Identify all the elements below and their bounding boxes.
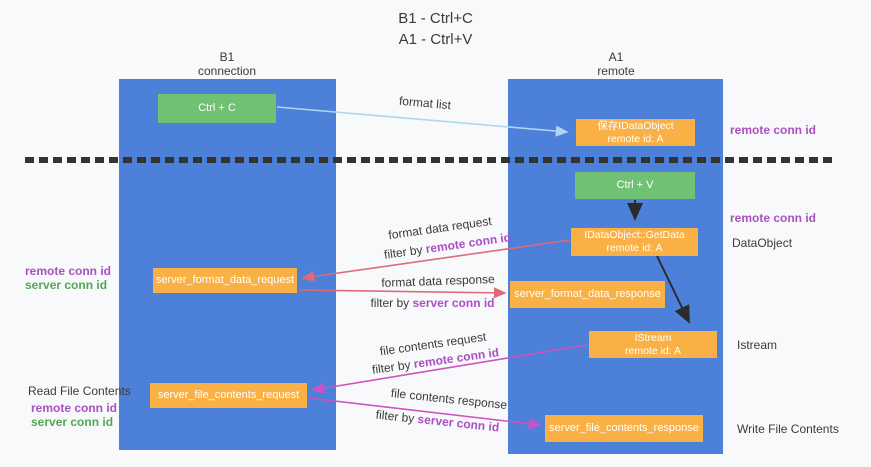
- filter-value-server-conn-id: server conn id: [416, 411, 500, 435]
- lifeline-header-b1: B1 connection: [147, 50, 307, 78]
- lifeline-a1-name: A1: [608, 50, 624, 64]
- server-format-data-response-box: server_format_data_response: [510, 281, 665, 308]
- filter-prefix: filter by: [370, 296, 413, 310]
- istream-box: IStream remote id: A: [589, 331, 717, 358]
- write-file-contents-label: Write File Contents: [737, 422, 839, 436]
- format-data-response-flow-label: format data response: [381, 272, 495, 290]
- server-file-contents-request-box: server_file_contents_request: [150, 383, 307, 408]
- save-idataobject-line1: 保存IDataObject: [597, 119, 674, 132]
- istream-line2: remote id: A: [624, 344, 682, 357]
- server-file-contents-response-box: server_file_contents_response: [545, 415, 703, 442]
- getdata-line2: remote id: A: [606, 242, 663, 254]
- title-line-2: A1 - Ctrl+V: [398, 31, 473, 48]
- lifeline-b1-role: connection: [197, 64, 257, 78]
- ctrl-c-box: Ctrl + C: [158, 94, 276, 123]
- filter-prefix: filter by: [375, 407, 419, 426]
- server-format-data-request-label: server_format_data_request: [155, 274, 295, 286]
- ctrl-v-label: Ctrl + V: [616, 179, 654, 191]
- idataobject-getdata-box: IDataObject::GetData remote id: A: [571, 228, 698, 256]
- format-list-flow-label: format list: [398, 93, 452, 113]
- remote-conn-id-right-mid-label: remote conn id: [730, 211, 817, 225]
- save-idataobject-box: 保存IDataObject remote id: A: [576, 119, 695, 146]
- title-line-1: B1 - Ctrl+C: [398, 10, 473, 27]
- remote-conn-id-left-mid-label: remote conn id: [25, 264, 112, 278]
- read-file-contents-label: Read File Contents: [28, 384, 131, 398]
- server-file-contents-request-label: server_file_contents_request: [157, 389, 300, 401]
- lifeline-header-a1: A1 remote: [536, 50, 696, 78]
- save-idataobject-line2: remote id: A: [607, 132, 664, 145]
- getdata-line1: IDataObject::GetData: [584, 229, 685, 241]
- server-file-contents-response-label: server_file_contents_response: [549, 422, 699, 434]
- server-conn-id-left-mid-label: server conn id: [25, 278, 108, 292]
- istream-line1: IStream: [634, 331, 672, 344]
- server-conn-id-left-bottom-label: server conn id: [31, 415, 114, 429]
- lifeline-b1-name: B1: [219, 50, 235, 64]
- server-format-data-request-box: server_format_data_request: [153, 268, 297, 293]
- remote-conn-id-left-bottom-label: remote conn id: [31, 401, 118, 415]
- ctrl-v-box: Ctrl + V: [575, 172, 695, 199]
- lifeline-a1-role: remote: [597, 64, 635, 78]
- phase-separator-line: [25, 157, 832, 163]
- dataobject-label: DataObject: [732, 236, 793, 250]
- filter-value-server-conn-id: server conn id: [412, 296, 495, 310]
- remote-conn-id-right-top-label: remote conn id: [730, 123, 817, 137]
- filter-prefix: filter by: [383, 242, 427, 262]
- istream-side-label: Istream: [737, 338, 778, 352]
- server-format-data-response-label: server_format_data_response: [514, 288, 661, 300]
- format-data-response-filter-label: filter by server conn id: [345, 296, 520, 310]
- diagram-title: B1 - Ctrl+C A1 - Ctrl+V: [0, 8, 871, 50]
- filter-prefix: filter by: [371, 357, 415, 377]
- ctrl-c-label: Ctrl + C: [198, 102, 236, 114]
